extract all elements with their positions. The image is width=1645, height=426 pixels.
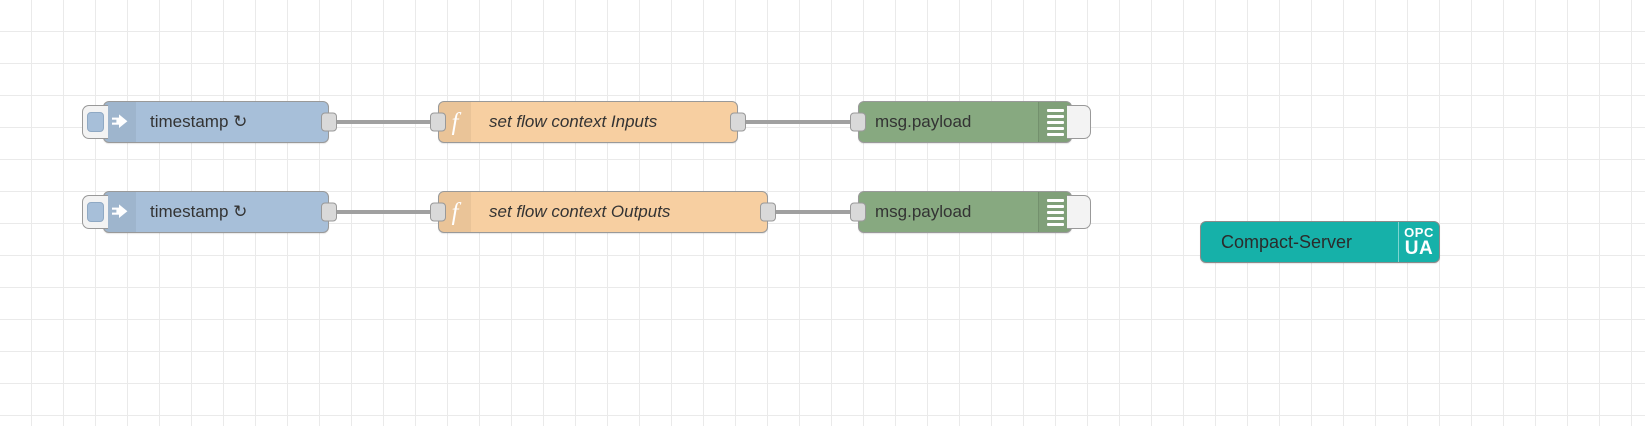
debug-toggle-button[interactable]: [1067, 195, 1091, 229]
output-port[interactable]: [321, 112, 337, 132]
opcua-badge-bottom: UA: [1404, 237, 1434, 259]
inject-button-square-icon: [87, 202, 104, 222]
wire-inject-to-function[interactable]: [328, 210, 438, 214]
output-port[interactable]: [760, 202, 776, 222]
input-port[interactable]: [850, 112, 866, 132]
debug-node[interactable]: msg.payload: [850, 191, 1091, 233]
function-node[interactable]: f set flow context Outputs: [430, 191, 776, 233]
input-port[interactable]: [850, 202, 866, 222]
debug-bars-icon: [1038, 102, 1071, 142]
inject-node-label: timestamp ↻: [150, 202, 248, 221]
inject-arrow-icon: [104, 192, 136, 232]
svg-text:f: f: [452, 199, 462, 225]
input-port[interactable]: [430, 202, 446, 222]
wire-inject-to-function[interactable]: [328, 120, 438, 124]
function-node-label: set flow context Inputs: [489, 112, 658, 131]
debug-toggle-button[interactable]: [1067, 105, 1091, 139]
debug-node-label: msg.payload: [875, 112, 972, 131]
inject-node-label: timestamp ↻: [150, 112, 248, 131]
inject-button-square-icon: [87, 112, 104, 132]
output-port[interactable]: [730, 112, 746, 132]
inject-trigger-button[interactable]: [82, 195, 108, 229]
opcua-badge-top: OPC: [1404, 224, 1434, 240]
debug-node[interactable]: msg.payload: [850, 101, 1091, 143]
inject-trigger-button[interactable]: [82, 105, 108, 139]
wire-function-to-debug[interactable]: [760, 210, 858, 214]
opcua-server-label: Compact-Server: [1221, 231, 1353, 252]
debug-node-label: msg.payload: [875, 202, 972, 221]
opcua-server-node[interactable]: Compact-Server OPC UA: [1200, 221, 1440, 263]
inject-node[interactable]: timestamp ↻: [82, 191, 337, 233]
input-port[interactable]: [430, 112, 446, 132]
output-port[interactable]: [321, 202, 337, 222]
inject-arrow-icon: [104, 102, 136, 142]
function-node[interactable]: f set flow context Inputs: [430, 101, 746, 143]
inject-node[interactable]: timestamp ↻: [82, 101, 337, 143]
function-node-label: set flow context Outputs: [489, 202, 671, 221]
svg-text:f: f: [452, 109, 462, 135]
debug-bars-icon: [1038, 192, 1071, 232]
wire-function-to-debug[interactable]: [730, 120, 858, 124]
opc-ua-badge-icon: OPC UA: [1398, 222, 1439, 262]
